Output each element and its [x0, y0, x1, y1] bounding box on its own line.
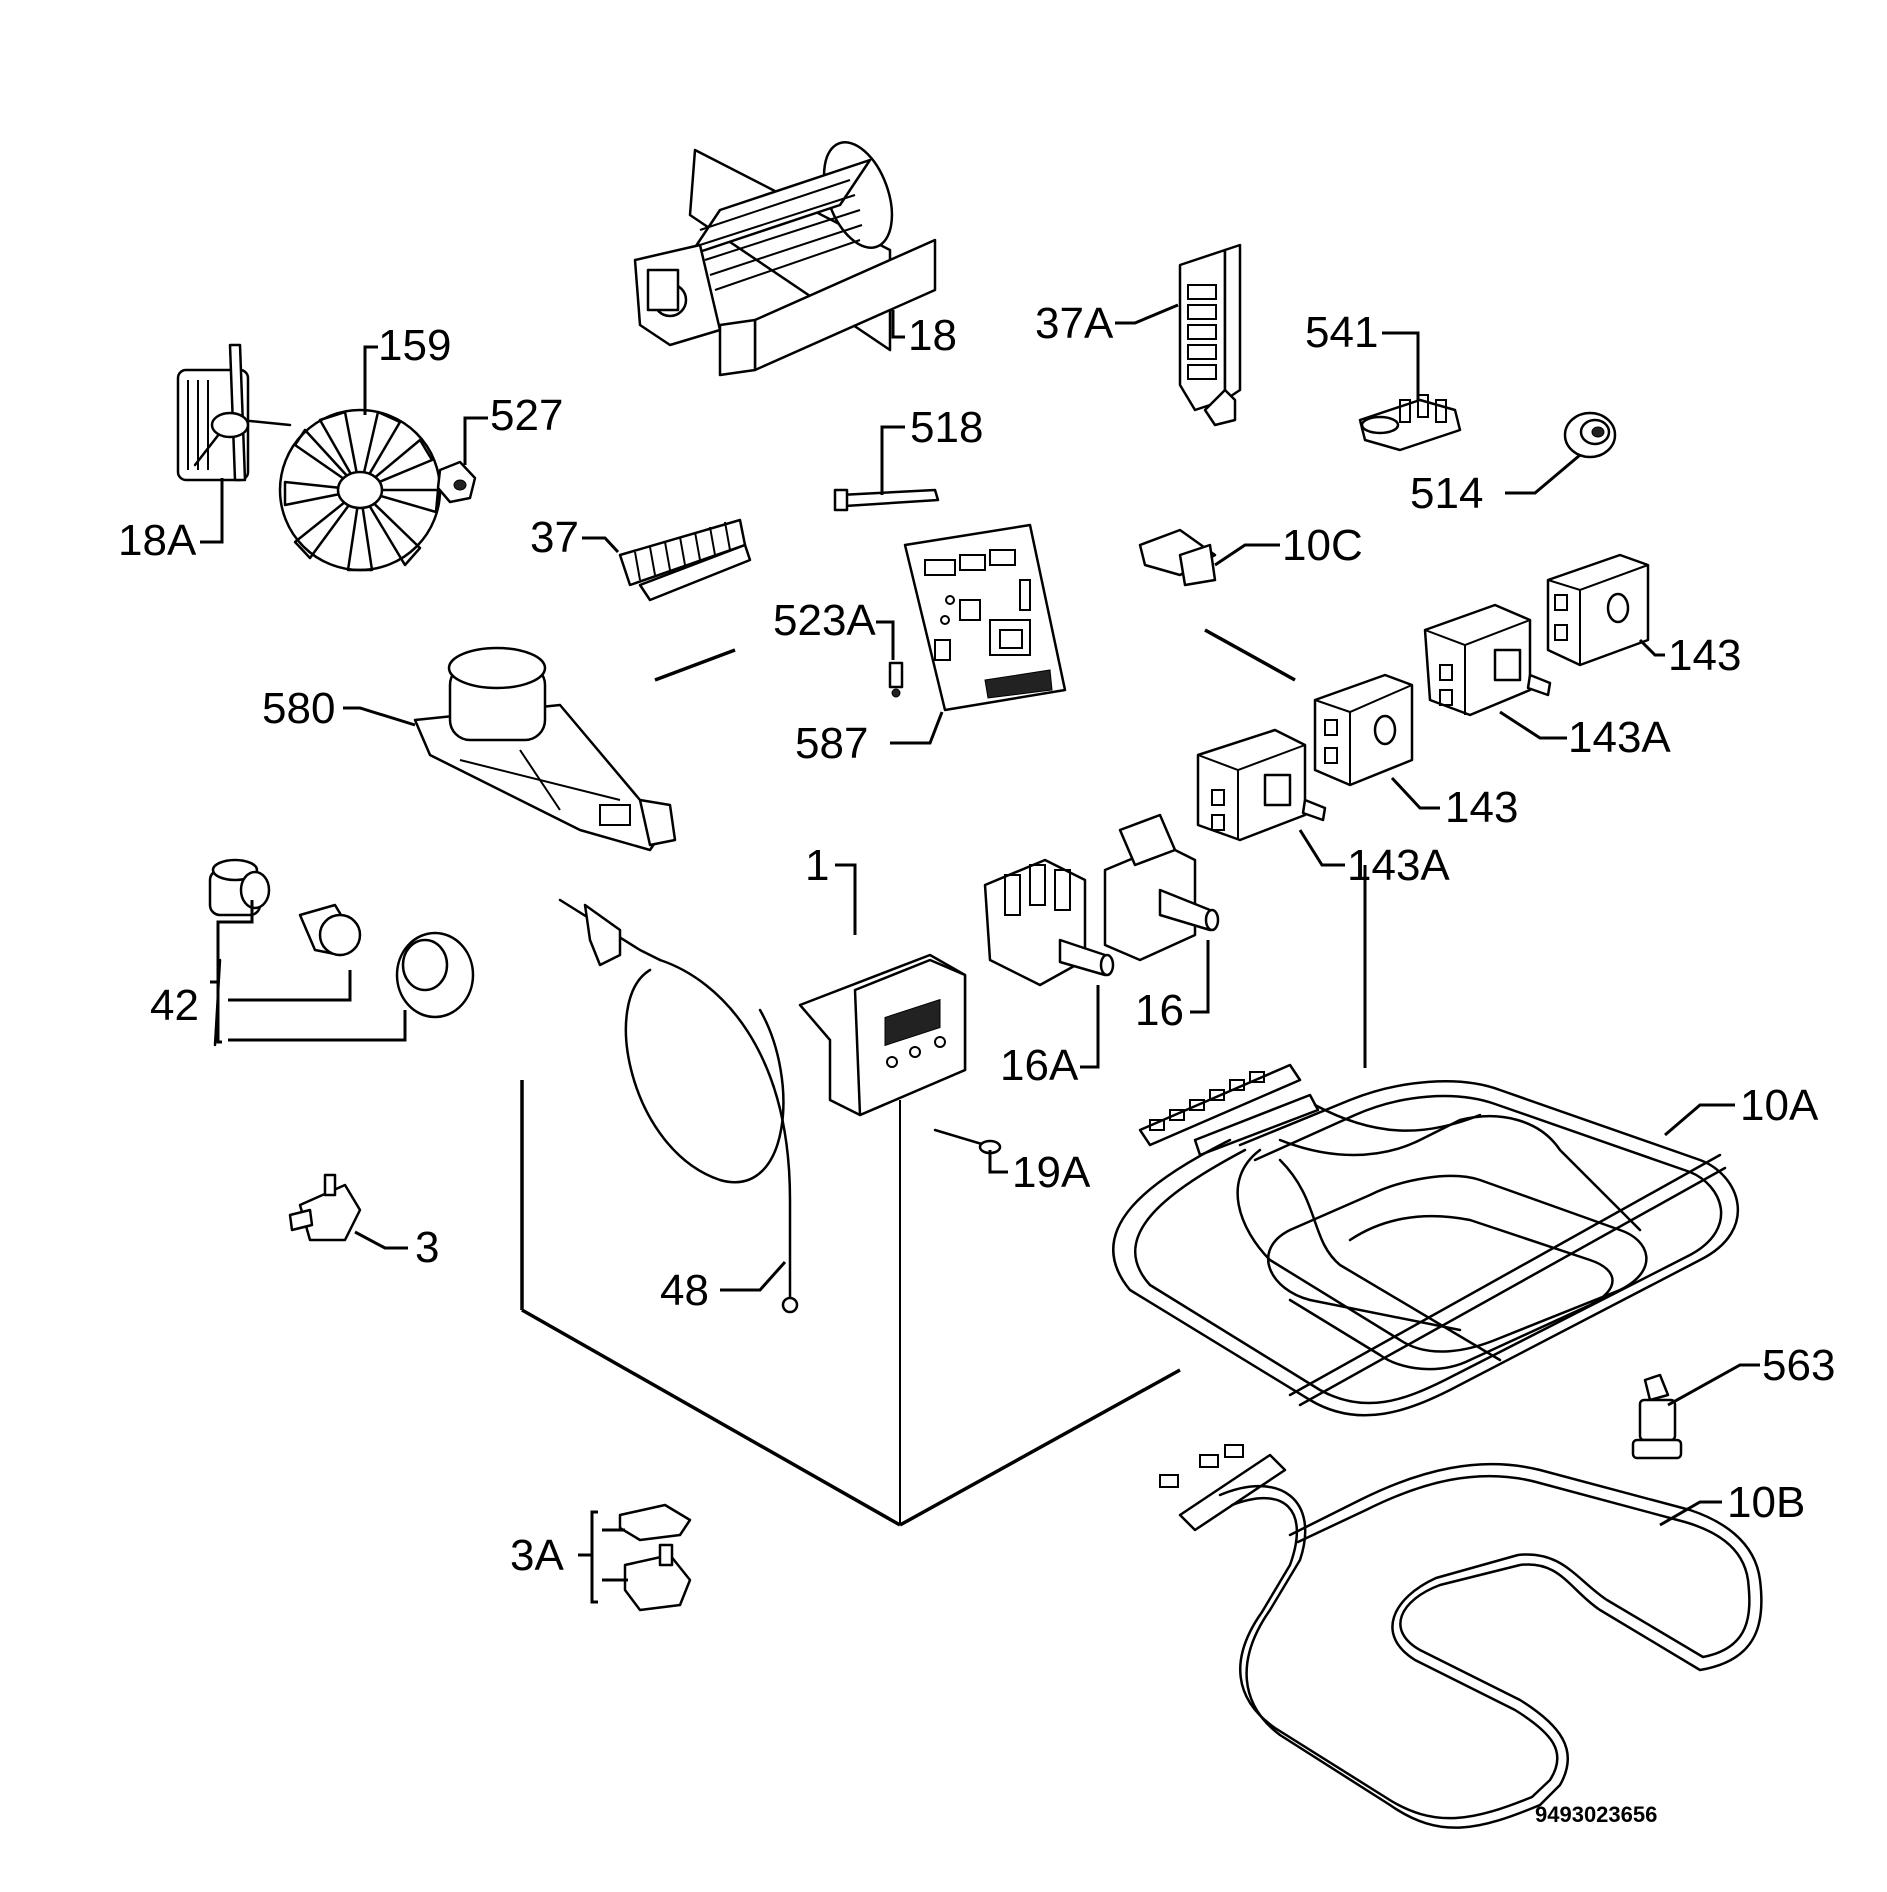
terminal-strip	[1178, 243, 1242, 427]
thermostat-a	[983, 858, 1115, 987]
label-587: 587	[795, 719, 868, 768]
drawing-code: 9493023656	[1535, 1802, 1657, 1827]
label-523a: 523A	[773, 596, 876, 645]
label-143a-mid: 143A	[1347, 841, 1450, 890]
label-3a: 3A	[510, 1531, 564, 1580]
thermostat	[1103, 813, 1220, 962]
rotary-switch-top	[1546, 553, 1650, 667]
oven-temperature-probe	[558, 898, 799, 1314]
label-48: 48	[660, 1266, 709, 1315]
terminal-block	[618, 518, 752, 602]
label-10b: 10B	[1727, 1478, 1805, 1527]
electronic-programmer	[798, 953, 967, 1117]
thermostat-parts	[618, 1503, 692, 1612]
rotary-switch-mid	[1313, 673, 1414, 787]
oven-lamp-parts	[208, 858, 475, 1047]
grill-heating-element	[1112, 1063, 1740, 1417]
grommet	[1563, 411, 1617, 459]
label-143a-top: 143A	[1568, 713, 1671, 762]
lamp-holder	[1358, 394, 1462, 452]
label-37a: 37A	[1035, 299, 1114, 348]
thermal-cutout	[1138, 528, 1217, 587]
label-527: 527	[490, 391, 563, 440]
sensor-probe	[833, 488, 940, 512]
label-16: 16	[1135, 986, 1184, 1035]
label-18a: 18A	[118, 516, 197, 565]
fan-blade	[278, 408, 442, 572]
label-42: 42	[150, 981, 199, 1030]
safety-thermostat	[288, 1173, 362, 1242]
label-563: 563	[1762, 1341, 1835, 1390]
selector-switch-mid	[1196, 728, 1327, 842]
tangential-fan	[633, 141, 937, 377]
small-connector	[888, 661, 904, 698]
label-19a: 19A	[1012, 1148, 1091, 1197]
label-518: 518	[910, 403, 983, 452]
fan-motor	[176, 343, 292, 482]
bottom-heating-element	[1159, 1444, 1763, 1829]
bracket-42	[210, 900, 407, 1044]
label-3: 3	[415, 1223, 439, 1272]
fan-nut	[436, 460, 477, 504]
oven-cabinet-outline	[520, 628, 1296, 1527]
door-lock	[413, 646, 677, 852]
label-580: 580	[262, 684, 335, 733]
small-sensor	[933, 1128, 1002, 1155]
label-10a: 10A	[1740, 1081, 1819, 1130]
selector-switch-top	[1423, 603, 1552, 717]
electronic-board	[903, 523, 1067, 712]
label-159: 159	[378, 321, 451, 370]
label-1: 1	[805, 841, 829, 890]
label-16a: 16A	[1000, 1041, 1079, 1090]
label-10c: 10C	[1282, 521, 1363, 570]
label-514: 514	[1410, 469, 1483, 518]
label-37: 37	[530, 513, 579, 562]
adjustable-foot	[1631, 1373, 1683, 1460]
label-541: 541	[1305, 308, 1378, 357]
label-143-mid: 143	[1445, 783, 1518, 832]
bracket-3a	[578, 1510, 628, 1604]
label-18: 18	[908, 311, 957, 360]
label-143-top: 143	[1668, 631, 1741, 680]
